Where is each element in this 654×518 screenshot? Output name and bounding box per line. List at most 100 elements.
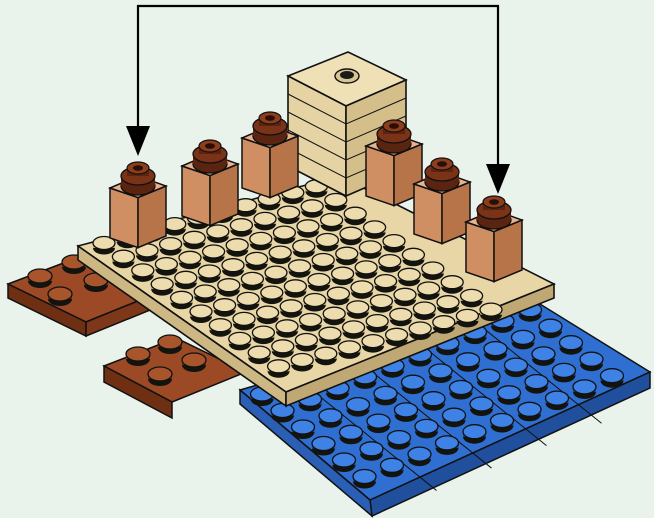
blue-stud xyxy=(347,398,370,417)
tan-stud xyxy=(237,292,259,310)
tan-stud xyxy=(273,226,295,244)
blue-stud xyxy=(491,414,514,433)
blue-stud xyxy=(402,375,425,394)
tan-stud xyxy=(175,271,197,289)
tan-stud xyxy=(171,291,193,309)
tan-stud xyxy=(257,306,279,324)
tan-stud xyxy=(347,301,369,319)
tan-stud xyxy=(297,220,319,238)
blue-stud xyxy=(560,336,583,355)
tan-stud xyxy=(151,278,173,296)
tan-stud xyxy=(351,281,373,299)
tan-stud xyxy=(332,267,354,285)
tan-stud xyxy=(316,234,338,252)
tan-stud xyxy=(343,321,365,339)
tan-stud xyxy=(278,206,300,224)
tan-stud xyxy=(366,315,388,333)
blue-stud xyxy=(505,358,528,377)
brown-stud xyxy=(28,269,52,288)
blue-stud xyxy=(601,369,624,388)
column-mid-left xyxy=(182,140,238,226)
tan-stud xyxy=(183,231,205,249)
blue-stud xyxy=(429,364,452,383)
tan-stud xyxy=(308,274,330,292)
tan-stud xyxy=(383,235,405,253)
tan-stud xyxy=(344,207,366,225)
blue-stud xyxy=(553,363,576,382)
tan-stud xyxy=(241,272,263,290)
front-right-column xyxy=(466,196,522,282)
axle-hole-icon xyxy=(335,69,359,83)
blue-stud xyxy=(443,408,466,427)
tan-stud xyxy=(355,261,377,279)
tan-stud xyxy=(254,212,276,230)
brown-stud xyxy=(126,347,150,366)
blue-stud xyxy=(374,386,397,405)
blue-stud xyxy=(292,420,315,439)
blue-stud xyxy=(498,386,521,405)
tan-stud xyxy=(269,246,291,264)
blue-stud xyxy=(367,414,390,433)
tan-stud xyxy=(456,309,478,327)
blue-stud xyxy=(546,391,569,410)
tan-stud xyxy=(409,322,431,340)
tan-stud xyxy=(413,302,435,320)
tan-stud xyxy=(218,279,240,297)
blue-stud xyxy=(525,375,548,394)
tan-stud xyxy=(315,347,337,365)
tan-stud xyxy=(207,225,229,243)
blue-stud xyxy=(470,397,493,416)
tan-stud xyxy=(441,276,463,294)
tan-stud xyxy=(390,308,412,326)
tan-stud xyxy=(418,282,440,300)
tan-stud xyxy=(312,254,334,272)
down-arrow-icon xyxy=(486,164,510,194)
blue-stud xyxy=(457,353,480,372)
blue-stud xyxy=(408,447,431,466)
blue-stud xyxy=(353,470,376,489)
tan-stud xyxy=(112,250,134,268)
tan-stud xyxy=(336,247,358,265)
blue-stud xyxy=(477,369,500,388)
blue-stud xyxy=(580,352,603,371)
brown-stud xyxy=(148,367,172,386)
brown-stud xyxy=(182,353,206,372)
blue-stud xyxy=(319,409,342,428)
tan-stud xyxy=(252,326,274,344)
blue-stud xyxy=(539,319,562,338)
tan-stud xyxy=(461,289,483,307)
tan-stud xyxy=(289,260,311,278)
blue-stud xyxy=(360,442,383,461)
tan-stud xyxy=(304,294,326,312)
blue-stud xyxy=(512,330,535,349)
tan-stud xyxy=(164,218,186,236)
tan-stud xyxy=(437,296,459,314)
tan-stud xyxy=(375,275,397,293)
tan-stud xyxy=(209,319,231,337)
tan-stud xyxy=(284,280,306,298)
tan-stud xyxy=(379,255,401,273)
tan-stud xyxy=(226,239,248,257)
tan-stud xyxy=(364,221,386,239)
blue-stud xyxy=(532,347,555,366)
front-left-column xyxy=(110,162,166,248)
tan-stud xyxy=(203,245,225,263)
tan-stud xyxy=(268,360,290,378)
blue-stud xyxy=(436,436,459,455)
tan-stud xyxy=(246,252,268,270)
tan-stud xyxy=(325,194,347,212)
tan-stud xyxy=(300,314,322,332)
tan-stud xyxy=(402,248,424,266)
tan-stud xyxy=(321,214,343,232)
tan-stud xyxy=(319,327,341,345)
blue-stud xyxy=(518,402,541,421)
tan-stud xyxy=(338,341,360,359)
down-arrow-icon xyxy=(126,126,150,156)
tan-stud xyxy=(190,305,212,323)
brown-stud xyxy=(48,287,72,306)
tan-stud xyxy=(386,328,408,346)
tan-stud xyxy=(295,334,317,352)
tan-stud xyxy=(222,259,244,277)
tan-stud xyxy=(422,262,444,280)
